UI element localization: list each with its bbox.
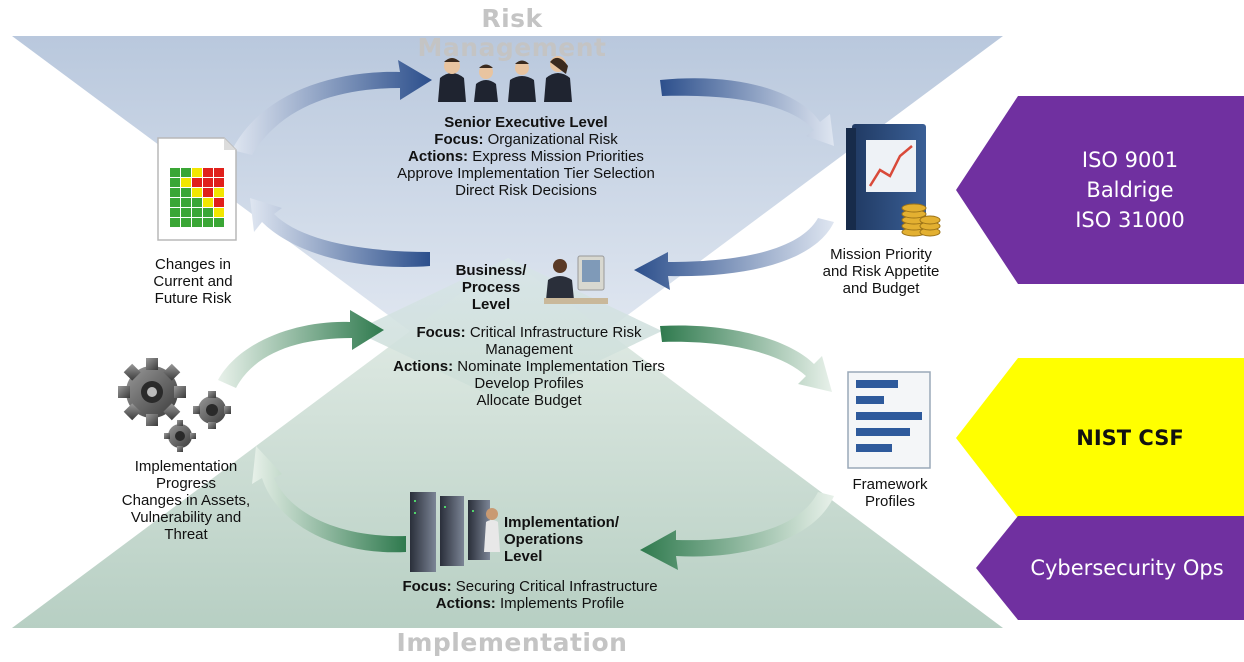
risk-management-banner: Risk Management: [417, 4, 607, 62]
heatmap-cell: [214, 178, 224, 187]
changes-in-risk-label: Changes in Current and Future Risk: [153, 256, 233, 307]
senior-executive-block: Senior Executive Level Focus: Organizati…: [356, 114, 696, 199]
gears-icon: [118, 358, 231, 452]
nist-csf-text: NIST CSF: [1076, 426, 1184, 450]
heatmap-cell: [192, 218, 202, 227]
heatmap-cell: [214, 208, 224, 217]
mission-binder-icon: [846, 124, 941, 237]
iso-standards-arrow: [956, 96, 1244, 284]
heatmap-cell: [170, 218, 180, 227]
heatmap-cell: [181, 168, 191, 177]
framework-profiles-icon: [847, 371, 931, 469]
senior-executive-title: Senior Executive Level: [444, 114, 608, 131]
senior-actions: Actions: Express Mission Priorities: [408, 148, 644, 165]
arrow-executive-to-mission: [660, 78, 834, 146]
heatmap-cell: [203, 178, 213, 187]
arrow-implementation-to-progress: [252, 446, 406, 553]
business-focus-2: Management: [485, 341, 573, 358]
heatmap-cell: [192, 178, 202, 187]
heatmap-cell: [214, 198, 224, 207]
implementation-progress-label: Implementation Progress Changes in Asset…: [121, 458, 251, 543]
heatmap-cell: [170, 198, 180, 207]
implementation-actions: Actions: Implements Profile: [435, 595, 625, 612]
business-action-2: Develop Profiles: [474, 375, 584, 392]
senior-action-3: Direct Risk Decisions: [455, 182, 597, 199]
heatmap-cell: [170, 178, 180, 187]
business-action-3: Allocate Budget: [476, 392, 582, 409]
cybersecurity-ops-arrow: [976, 516, 1244, 620]
implementation-focus: Focus: Securing Critical Infrastructure: [402, 578, 658, 595]
risk-heatmap-icon: [157, 137, 237, 241]
heatmap-cell: [170, 168, 180, 177]
business-process-title: Business/ Process Level: [455, 262, 527, 313]
framework-profiles-label: Framework Profiles: [852, 476, 928, 510]
heatmap-cell: [170, 208, 180, 217]
heatmap-cell: [181, 208, 191, 217]
heatmap-cell: [214, 188, 224, 197]
business-actions: Actions: Nominate Implementation Tiers: [393, 358, 665, 375]
arrow-progress-to-business: [218, 310, 384, 388]
implementation-block: Focus: Securing Critical Infrastructure …: [340, 578, 720, 612]
cybersecurity-ops-text: Cybersecurity Ops: [1030, 556, 1224, 580]
senior-action-2: Approve Implementation Tier Selection: [397, 165, 655, 182]
heatmap-cell: [203, 198, 213, 207]
senior-focus: Focus: Organizational Risk: [434, 131, 618, 148]
implementation-operations-title: Implementation/ Operations Level: [504, 514, 620, 565]
heatmap-cell: [192, 208, 202, 217]
business-process-diamond: [354, 258, 662, 404]
arrow-business-to-risk: [250, 198, 430, 267]
heatmap-cell: [181, 178, 191, 187]
nist-csf-arrow: [956, 358, 1244, 518]
heatmap-cell: [203, 208, 213, 217]
heatmap-cell: [203, 188, 213, 197]
implementation-banner: Implementation: [396, 628, 628, 657]
arrow-business-to-framework: [660, 325, 832, 392]
heatmap-cell: [203, 168, 213, 177]
heatmap-cell: [214, 168, 224, 177]
business-focus: Focus: Critical Infrastructure Risk: [416, 324, 642, 341]
executives-icon: [438, 56, 572, 102]
heatmap-cell: [203, 218, 213, 227]
heatmap-cell: [192, 188, 202, 197]
heatmap-cell: [181, 198, 191, 207]
heatmap-cell: [214, 218, 224, 227]
heatmap-cell: [181, 218, 191, 227]
arrow-framework-to-implementation: [640, 492, 834, 570]
heatmap-cell: [192, 198, 202, 207]
business-person-icon: [544, 255, 608, 304]
server-rack-icon: [410, 492, 500, 572]
mission-priority-label: Mission Priority and Risk Appetite and B…: [822, 246, 940, 297]
heatmap-cell: [170, 188, 180, 197]
arrow-mission-to-business: [634, 218, 834, 290]
iso-standards-text: ISO 9001 Baldrige ISO 31000: [1075, 148, 1185, 232]
arrow-risk-to-executive: [232, 60, 432, 155]
business-process-block: Focus: Critical Infrastructure Risk Mana…: [356, 324, 702, 409]
heatmap-cell: [181, 188, 191, 197]
heatmap-cell: [192, 168, 202, 177]
